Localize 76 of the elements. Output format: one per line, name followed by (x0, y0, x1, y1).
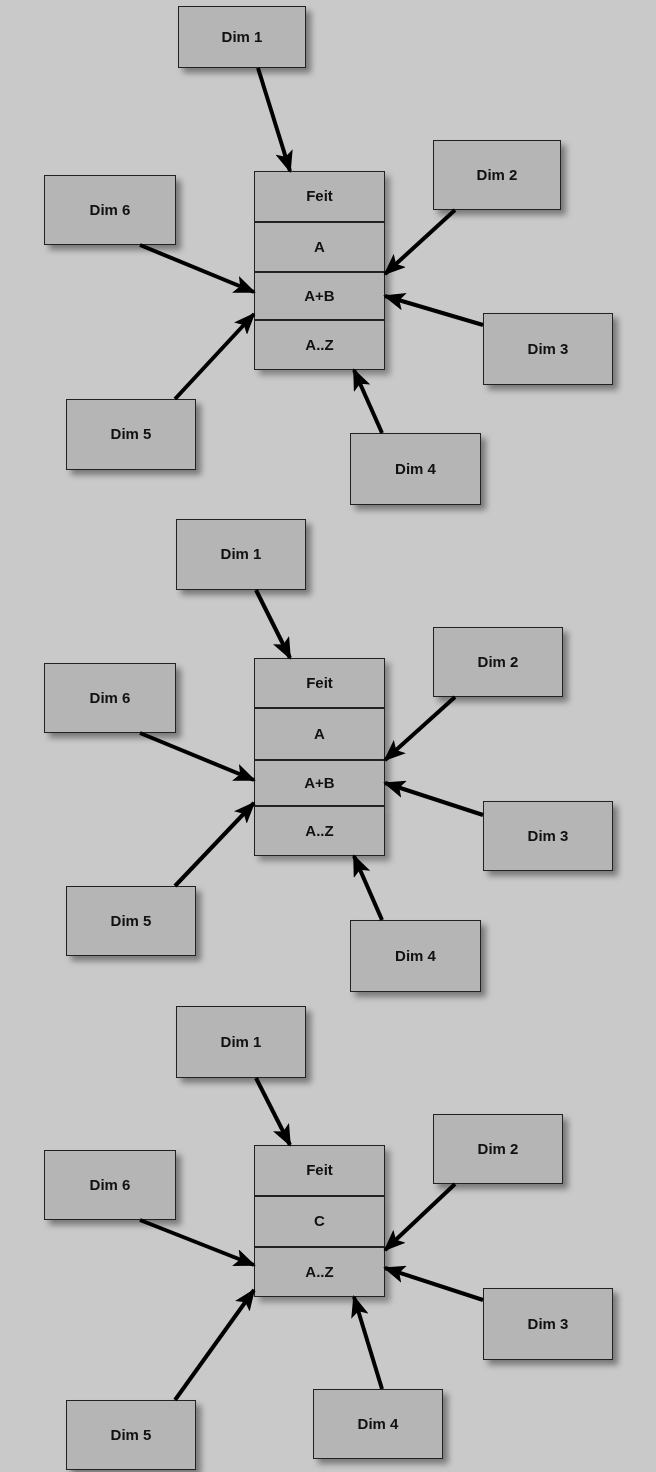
arrow (173, 312, 256, 401)
node-label: Dim 2 (477, 651, 519, 672)
dimension-box (350, 433, 481, 505)
dimension-box (433, 627, 563, 697)
node-label: Dim 6 (89, 687, 131, 708)
node-label: Feit (306, 1160, 333, 1181)
dimension-box (350, 920, 481, 992)
arrow (383, 1265, 484, 1302)
dimension-box (483, 1288, 613, 1360)
dimension-box (44, 175, 176, 245)
dimension-box (66, 399, 196, 470)
node-label: Dim 5 (110, 1424, 152, 1445)
arrow (139, 731, 256, 782)
table-row-box (254, 222, 385, 272)
node-label: Dim 2 (477, 1138, 519, 1159)
table-row-box (254, 320, 385, 370)
arrow (256, 67, 293, 173)
node-label: A (314, 723, 325, 744)
arrow (383, 780, 484, 817)
node-label: Dim 5 (110, 424, 152, 445)
arrow (352, 854, 384, 921)
node-label: Feit (306, 186, 333, 207)
node-label: A+B (304, 285, 335, 306)
table-row-box (254, 760, 385, 806)
dimension-box (44, 1150, 176, 1220)
node-label: A..Z (305, 1261, 334, 1282)
dimension-box (483, 801, 613, 871)
node-label: Dim 1 (220, 1031, 262, 1052)
table-row-box (254, 171, 385, 222)
arrow (139, 1218, 256, 1267)
node-label: A+B (304, 772, 335, 793)
node-label: Dim 5 (110, 910, 152, 931)
table-row-box (254, 1247, 385, 1297)
dimension-box (433, 1114, 563, 1184)
arrow (254, 589, 292, 660)
table-row-box (254, 658, 385, 708)
node-label: A (314, 236, 325, 257)
node-label: Dim 4 (395, 945, 436, 966)
arrow (139, 243, 256, 294)
dimension-box (176, 1006, 306, 1078)
arrow (351, 1295, 384, 1390)
table-row-box (254, 1145, 385, 1196)
table-row-box (254, 708, 385, 760)
arrow (383, 695, 457, 762)
arrow (383, 1182, 457, 1252)
node-label: Dim 1 (220, 544, 262, 565)
node-label: Dim 6 (89, 199, 131, 220)
dimension-box (178, 6, 306, 68)
node-label: Dim 6 (89, 1174, 131, 1195)
node-label: Feit (306, 672, 333, 693)
arrow (383, 293, 484, 327)
dimension-box (44, 663, 176, 733)
node-label: Dim 4 (395, 458, 436, 479)
dimension-box (313, 1389, 443, 1459)
node-label: Dim 3 (527, 1313, 569, 1334)
arrow (173, 801, 256, 888)
arrow (383, 208, 457, 276)
node-label: Dim 3 (527, 338, 569, 359)
dimension-box (176, 519, 306, 590)
dimension-box (483, 313, 613, 385)
dimension-box (66, 886, 196, 956)
dimension-box (66, 1400, 196, 1470)
arrow (352, 368, 384, 434)
table-row-box (254, 806, 385, 856)
node-label: A..Z (305, 334, 334, 355)
dimension-box (433, 140, 561, 210)
node-label: Dim 3 (527, 825, 569, 846)
node-label: Dim 2 (476, 164, 518, 185)
table-row-box (254, 1196, 385, 1247)
node-label: C (314, 1211, 325, 1232)
node-label: Dim 4 (357, 1413, 399, 1434)
node-label: A..Z (305, 820, 334, 841)
node-label: Dim 1 (221, 26, 263, 47)
arrow (254, 1077, 292, 1147)
arrow (173, 1288, 256, 1402)
table-row-box (254, 272, 385, 320)
